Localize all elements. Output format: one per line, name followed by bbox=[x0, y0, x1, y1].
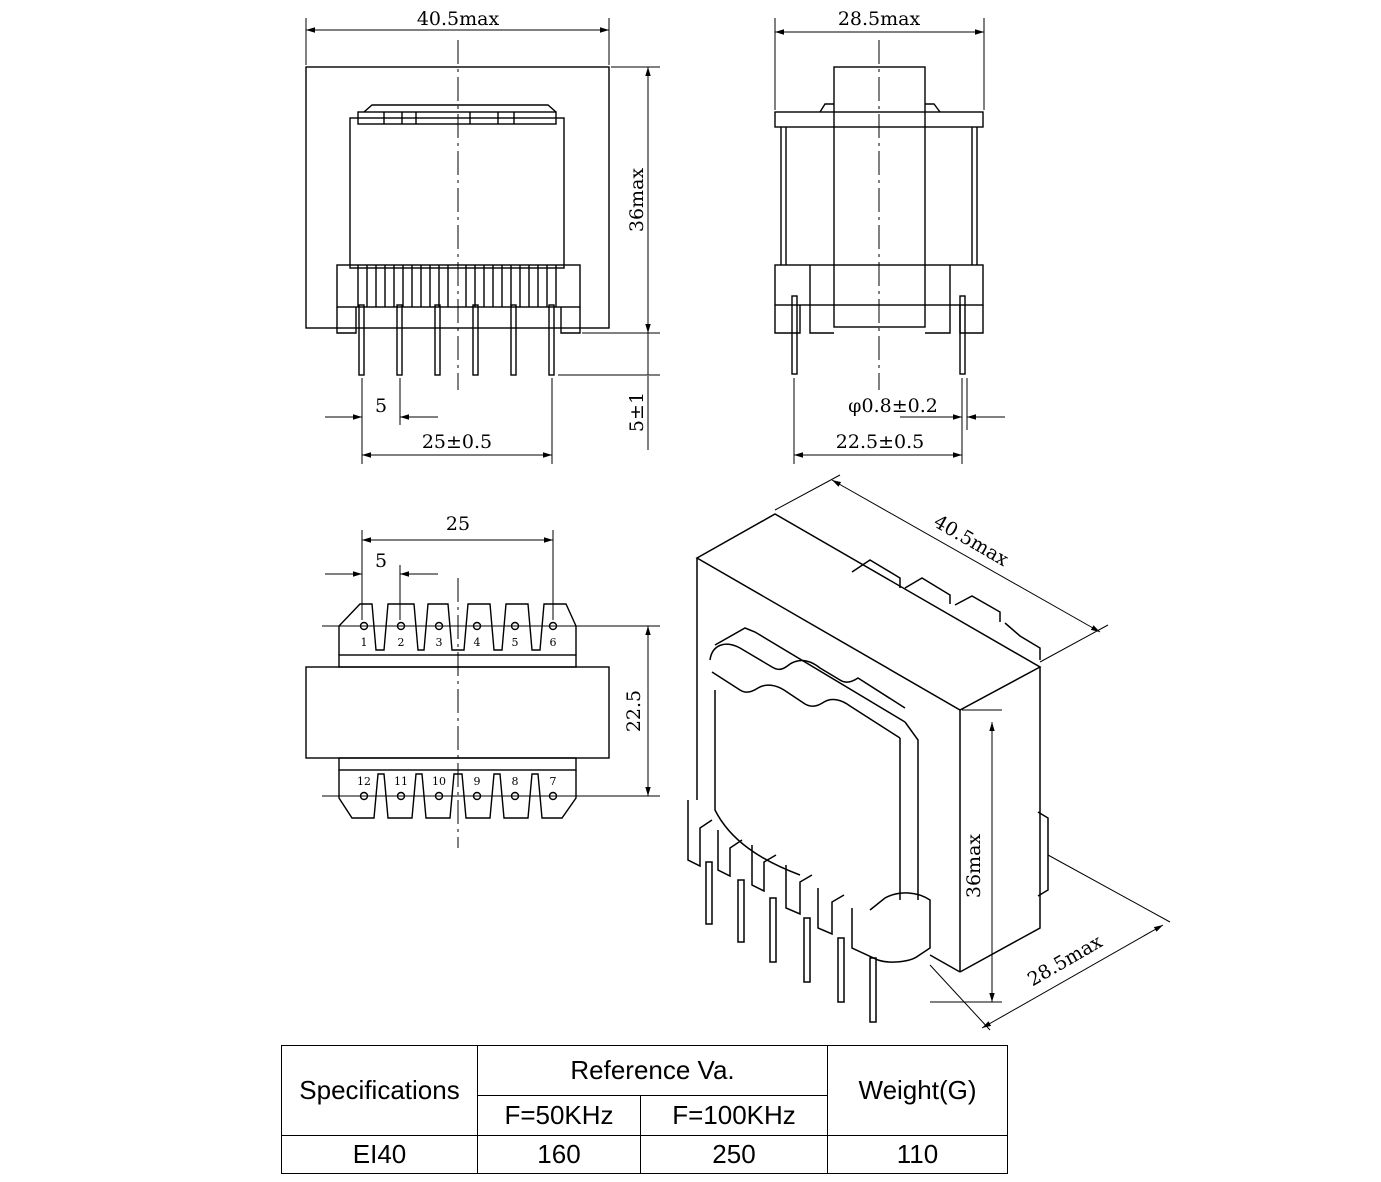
header-weight: Weight(G) bbox=[827, 1045, 1008, 1136]
pin-label: 9 bbox=[474, 775, 481, 788]
iso-height-label: 36max bbox=[963, 834, 985, 899]
front-height-label: 36max bbox=[626, 168, 648, 233]
pin-label: 4 bbox=[474, 636, 481, 649]
bottom-pitch-label: 5 bbox=[375, 550, 387, 572]
isometric-view bbox=[687, 474, 1171, 1031]
bottom-span-label: 25 bbox=[446, 513, 470, 535]
cell-f50: 160 bbox=[477, 1135, 641, 1174]
pin-label: 7 bbox=[550, 775, 557, 788]
iso-length-label: 40.5max bbox=[930, 511, 1013, 571]
front-view bbox=[305, 18, 660, 464]
bottom-row-label: 22.5 bbox=[623, 690, 645, 732]
pin-label: 11 bbox=[394, 775, 408, 788]
cell-weight: 110 bbox=[827, 1135, 1008, 1174]
pin-label: 1 bbox=[361, 636, 368, 649]
pin-label: 6 bbox=[550, 636, 557, 649]
header-specifications: Specifications bbox=[281, 1045, 478, 1136]
table-row: EI40 160 250 110 bbox=[281, 1135, 1008, 1174]
front-pitch-label: 5 bbox=[375, 395, 387, 417]
side-width-label: 28.5max bbox=[838, 8, 921, 30]
header-reference-va: Reference Va. bbox=[477, 1045, 828, 1096]
front-span-label: 25±0.5 bbox=[422, 431, 492, 453]
front-pin-length-label: 5±1 bbox=[626, 392, 648, 432]
pin-label: 5 bbox=[512, 636, 519, 649]
header-f50: F=50KHz bbox=[477, 1095, 641, 1136]
spec-table: Specifications Reference Va. Weight(G) F… bbox=[281, 1045, 1008, 1174]
side-row-label: 22.5±0.5 bbox=[836, 431, 924, 453]
pin-label: 8 bbox=[512, 775, 519, 788]
header-f100: F=100KHz bbox=[640, 1095, 828, 1136]
cell-f100: 250 bbox=[640, 1135, 828, 1174]
bottom-view bbox=[305, 530, 660, 848]
side-pin-diameter-label: φ0.8±0.2 bbox=[848, 395, 938, 417]
pin-label: 10 bbox=[432, 775, 446, 788]
pin-label: 2 bbox=[398, 636, 405, 649]
iso-depth-label: 28.5max bbox=[1024, 931, 1107, 991]
cell-spec: EI40 bbox=[281, 1135, 478, 1174]
pin-label: 12 bbox=[357, 775, 371, 788]
front-width-label: 40.5max bbox=[417, 8, 500, 30]
side-view bbox=[774, 18, 1005, 464]
pin-label: 3 bbox=[436, 636, 443, 649]
